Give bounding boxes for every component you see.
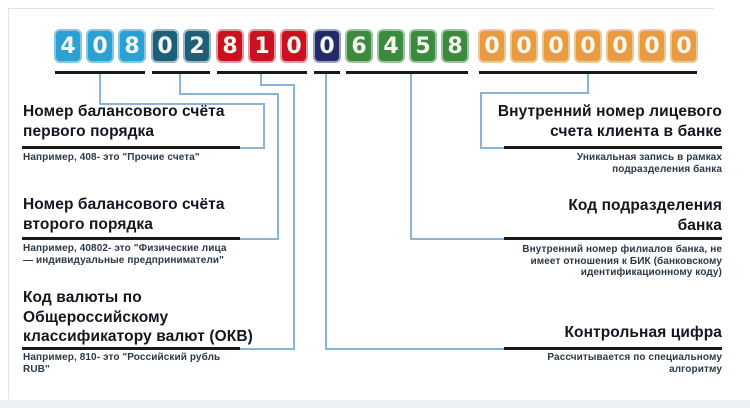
digit-group-second-order: 0 2 bbox=[151, 29, 211, 74]
label-personal-note: Уникальная запись в рамках подразделения… bbox=[576, 152, 722, 175]
digit-group-branch: 6 4 5 8 bbox=[345, 29, 469, 74]
digit-cell: 0 bbox=[151, 29, 179, 63]
digit-cell: 8 bbox=[118, 29, 146, 63]
label-currency-title: Код валюты по Общероссийскому классифика… bbox=[23, 289, 253, 345]
label-personal-title: Внутренний номер лицевого счета клиента … bbox=[497, 103, 722, 140]
group-underline-currency bbox=[217, 71, 307, 74]
underline-label-first-order bbox=[22, 146, 240, 149]
connector-first-order-v1 bbox=[99, 74, 101, 105]
digit-group-personal: 0 0 0 0 0 0 0 bbox=[478, 29, 698, 74]
connector-first-order-v2 bbox=[263, 103, 265, 148]
group-underline-control bbox=[314, 71, 340, 74]
digit-cell: 0 bbox=[478, 29, 506, 63]
connector-personal-h1 bbox=[480, 92, 589, 94]
digit-group-control: 0 bbox=[313, 29, 341, 74]
digit-cell: 8 bbox=[216, 29, 244, 63]
label-control-title: Контрольная цифра bbox=[564, 324, 722, 341]
digit-cell: 1 bbox=[248, 29, 276, 63]
connector-branch-v1 bbox=[410, 74, 412, 240]
digit-cell: 2 bbox=[183, 29, 211, 63]
label-second-order-title: Номер балансового счёта второго порядка bbox=[23, 196, 225, 233]
label-first-order-note: Например, 408- это "Прочие счета" bbox=[23, 152, 200, 163]
connector-branch-h1 bbox=[410, 238, 506, 240]
connector-currency-h1 bbox=[260, 84, 295, 86]
connector-control-h1 bbox=[325, 348, 504, 350]
digit-cell: 6 bbox=[345, 29, 373, 63]
label-currency-note: Например, 810- это "Российский рубль RUB… bbox=[23, 352, 221, 375]
group-underline-second-order bbox=[152, 71, 210, 74]
connector-second-order-v1 bbox=[179, 74, 181, 95]
underline-label-personal bbox=[504, 146, 722, 149]
connector-personal-v1 bbox=[587, 74, 589, 94]
digit-cell: 4 bbox=[377, 29, 405, 63]
connector-currency-h2 bbox=[240, 348, 295, 350]
digit-group-currency: 8 1 0 bbox=[216, 29, 308, 74]
digit-cell: 5 bbox=[409, 29, 437, 63]
underline-label-branch bbox=[504, 237, 722, 240]
label-branch-note: Внутренний номер филиалов банка, не имее… bbox=[522, 244, 722, 278]
group-underline-personal bbox=[479, 71, 697, 74]
connector-second-order-h2 bbox=[240, 238, 279, 240]
connector-first-order-h1 bbox=[99, 103, 265, 105]
label-branch-title: Код подразделения банка bbox=[568, 197, 722, 234]
card-border-left bbox=[8, 8, 9, 399]
connector-first-order-h2 bbox=[240, 147, 265, 149]
digit-cell: 0 bbox=[606, 29, 634, 63]
connector-second-order-h1 bbox=[179, 93, 279, 95]
connector-second-order-v2 bbox=[277, 93, 279, 239]
group-underline-first-order bbox=[55, 71, 145, 74]
underline-label-second-order bbox=[22, 237, 240, 240]
card-border-top bbox=[8, 8, 714, 9]
digit-cell: 4 bbox=[54, 29, 82, 63]
group-underline-branch bbox=[346, 71, 468, 74]
digit-cell: 8 bbox=[441, 29, 469, 63]
page-background-strip bbox=[0, 400, 750, 408]
digit-cell: 0 bbox=[86, 29, 114, 63]
underline-label-control bbox=[504, 347, 722, 350]
connector-control-v1 bbox=[325, 74, 327, 350]
connector-personal-h2 bbox=[480, 147, 506, 149]
underline-label-currency bbox=[22, 347, 240, 350]
digit-cell: 0 bbox=[574, 29, 602, 63]
connector-currency-v2 bbox=[293, 84, 295, 350]
digit-group-first-order: 4 0 8 bbox=[54, 29, 146, 74]
connector-currency-v1 bbox=[260, 74, 262, 86]
digit-cell: 0 bbox=[280, 29, 308, 63]
digit-cell: 0 bbox=[510, 29, 538, 63]
digit-cell: 0 bbox=[638, 29, 666, 63]
label-control-note: Рассчитывается по специальному алгоритму bbox=[547, 352, 722, 375]
label-first-order-title: Номер балансового счёта первого порядка bbox=[23, 103, 225, 140]
label-second-order-note: Например, 40802- это "Физические лица — … bbox=[23, 243, 227, 266]
digit-cell: 0 bbox=[313, 29, 341, 63]
connector-personal-v2 bbox=[480, 92, 482, 149]
digit-cell: 0 bbox=[542, 29, 570, 63]
digit-cell: 0 bbox=[670, 29, 698, 63]
